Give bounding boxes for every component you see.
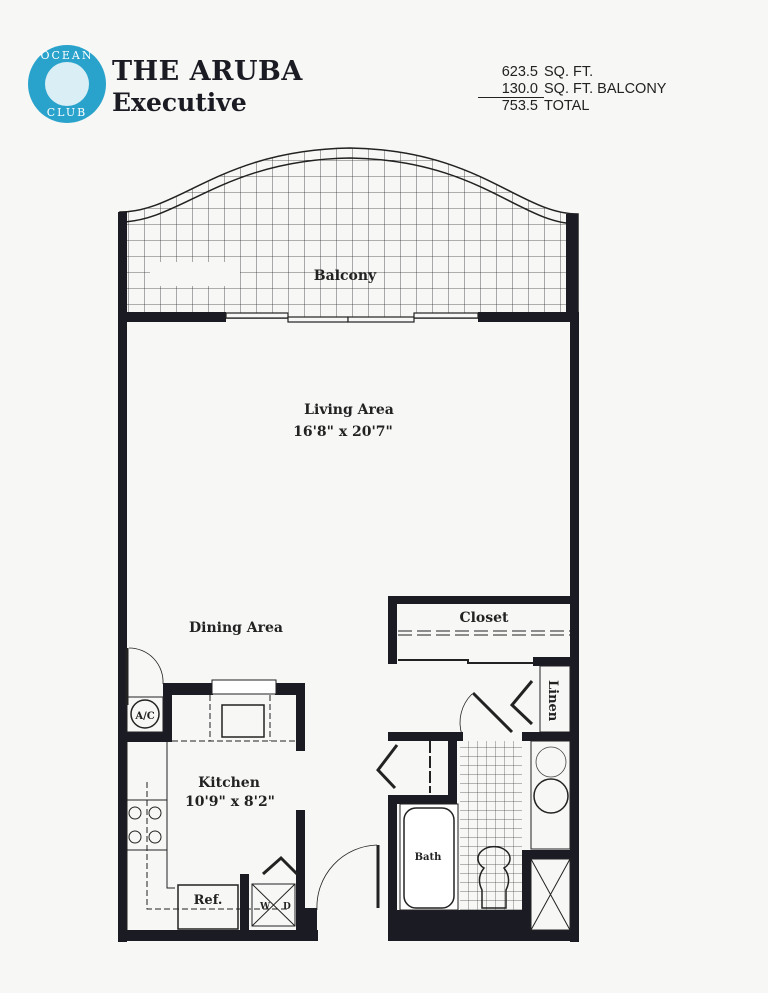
logo-top-text: OCEAN <box>40 49 94 62</box>
sliding-door[interactable] <box>225 312 479 323</box>
bathtub <box>403 807 455 909</box>
area-value: 130.0 <box>478 81 544 98</box>
area-value: 753.5 <box>501 98 538 114</box>
wall <box>118 312 127 942</box>
living-area-dimensions: 16'8" x 20'7" <box>293 424 393 440</box>
kitchen-label: Kitchen <box>198 775 260 791</box>
wall <box>118 312 226 322</box>
closet-label: Closet <box>459 610 509 626</box>
closet-sliding-door[interactable] <box>398 659 533 664</box>
washer-dryer <box>251 883 296 927</box>
logo-bottom-text: CLUB <box>46 106 88 119</box>
ac-unit-icon <box>130 699 160 729</box>
area-value: 623.5 <box>501 64 538 80</box>
shower-stall <box>530 858 571 931</box>
ref-label: Ref. <box>194 893 223 908</box>
page-title: THE ARUBA <box>112 56 303 87</box>
dining-area-label: Dining Area <box>189 620 283 636</box>
living-area-label: Living Area <box>304 402 394 418</box>
bath-tile-floor <box>460 741 522 910</box>
entry-door-swing[interactable] <box>316 844 378 911</box>
balcony-label: Balcony <box>314 268 377 284</box>
ocean-club-logo: OCEAN CLUB <box>28 45 106 123</box>
balcony-floor <box>119 147 579 319</box>
balcony-rail <box>119 157 579 225</box>
refrigerator <box>177 884 239 930</box>
area-row: 623.5 SQ. FT. <box>478 64 666 81</box>
vanity-sink-icon <box>535 746 567 778</box>
page-subtitle: Executive <box>112 88 247 117</box>
kitchen-dimensions: 10'9" x 8'2" <box>185 794 275 810</box>
bath-closet-door[interactable] <box>376 744 399 790</box>
area-label: SQ. FT. BALCONY <box>544 81 667 97</box>
linen-label: Linen <box>545 680 560 722</box>
ac-door-swing[interactable] <box>128 647 164 685</box>
area-label: SQ. FT. <box>544 64 594 80</box>
wall <box>570 312 579 942</box>
sink-icon <box>221 704 265 738</box>
area-row: 753.5 TOTAL <box>478 98 666 115</box>
bath-door[interactable] <box>471 680 534 734</box>
toilet-icon <box>477 845 511 909</box>
wall <box>388 930 578 941</box>
wall <box>118 212 127 320</box>
bath-label: Bath <box>415 852 443 863</box>
laundry-bifold-door[interactable] <box>262 855 299 876</box>
wall <box>566 214 578 320</box>
washer-label: W <box>259 902 271 912</box>
wall <box>118 930 318 941</box>
vanity-sink-icon <box>533 778 569 814</box>
ac-label: A/C <box>134 711 154 722</box>
wall <box>478 312 578 322</box>
area-label: TOTAL <box>544 98 590 114</box>
dryer-label: D <box>283 902 291 912</box>
shell-icon <box>45 62 89 106</box>
